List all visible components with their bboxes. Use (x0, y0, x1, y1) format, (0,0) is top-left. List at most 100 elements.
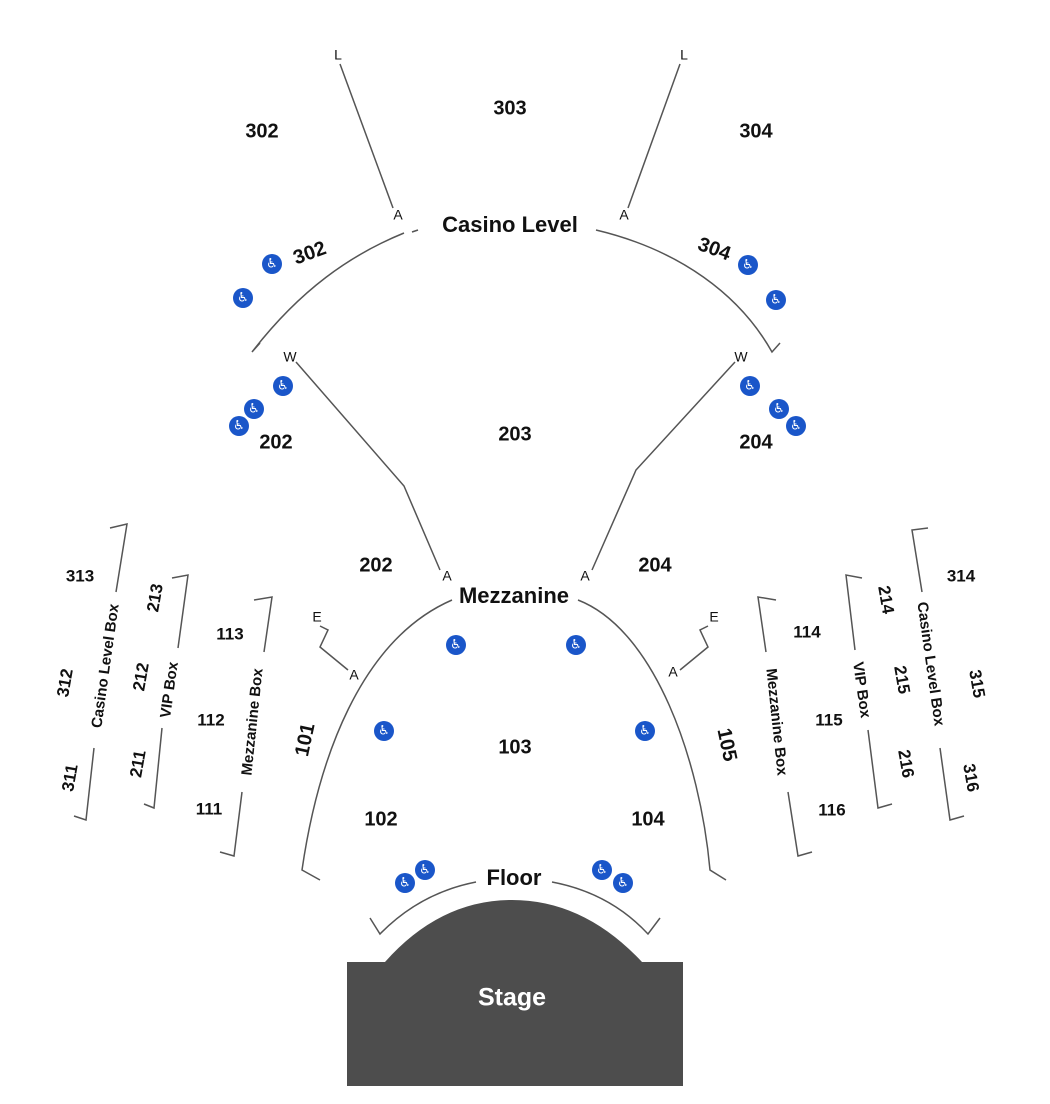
svg-text:♿: ♿ (399, 876, 411, 891)
wheelchair-icon: ♿ (415, 860, 435, 880)
section-212[interactable]: 212 (129, 661, 153, 692)
wheelchair-icon: ♿ (262, 254, 282, 274)
aisle-marker-a-casino-left: A (393, 207, 403, 223)
wheelchair-icon: ♿ (740, 376, 760, 396)
section-214[interactable]: 214 (874, 584, 898, 616)
section-313[interactable]: 313 (66, 566, 94, 585)
section-216[interactable]: 216 (894, 748, 918, 779)
wheelchair-icon: ♿ (592, 860, 612, 880)
casino-level-label: Casino Level (442, 212, 578, 237)
wheelchair-icon: ♿ (766, 290, 786, 310)
section-202-upper[interactable]: 202 (259, 431, 292, 453)
section-211[interactable]: 211 (126, 749, 149, 779)
section-302-upper[interactable]: 302 (245, 120, 278, 142)
wheelchair-icon: ♿ (786, 416, 806, 436)
section-213[interactable]: 213 (143, 582, 167, 613)
svg-text:♿: ♿ (770, 293, 782, 308)
wheelchair-icon: ♿ (273, 376, 293, 396)
wheelchair-icon: ♿ (613, 873, 633, 893)
section-102[interactable]: 102 (364, 808, 397, 830)
wheelchair-icon: ♿ (769, 399, 789, 419)
casino-level-box-left-label: Casino Level Box (88, 602, 122, 729)
svg-text:♿: ♿ (450, 638, 462, 653)
mezzanine-box-right-bracket (757, 596, 813, 857)
aisle-entry-left (319, 625, 349, 671)
svg-text:♿: ♿ (277, 379, 289, 394)
casino-left-arch (251, 232, 405, 353)
mezzanine-left-arch (301, 599, 453, 881)
section-115[interactable]: 115 (815, 710, 842, 729)
casino-right-arch (595, 229, 781, 354)
floor-right-arc (551, 881, 661, 936)
aisle-marker-l-left: L (334, 47, 342, 63)
svg-text:♿: ♿ (419, 863, 431, 878)
casino-box-left-bracket (73, 523, 128, 822)
stage-shape[interactable] (347, 900, 683, 1086)
section-304-upper[interactable]: 304 (739, 120, 773, 142)
section-112[interactable]: 112 (197, 710, 224, 729)
aisle-marker-a-mezz-right: A (580, 568, 590, 584)
mezzanine-right-arch (577, 599, 727, 881)
section-101[interactable]: 101 (291, 721, 319, 758)
stage-label: Stage (478, 984, 546, 1012)
mezzanine-box-left-label: Mezzanine Box (238, 667, 266, 776)
section-312[interactable]: 312 (53, 667, 77, 698)
wheelchair-icon: ♿ (738, 255, 758, 275)
section-215[interactable]: 215 (890, 664, 914, 695)
section-303[interactable]: 303 (493, 97, 526, 119)
section-314[interactable]: 314 (947, 566, 976, 585)
aisle-marker-e-left: E (312, 609, 321, 625)
section-103[interactable]: 103 (498, 736, 531, 758)
casino-left-tick (411, 229, 419, 233)
section-116[interactable]: 116 (818, 800, 845, 819)
section-316[interactable]: 316 (959, 762, 983, 793)
section-114[interactable]: 114 (793, 622, 821, 641)
section-304-lower[interactable]: 304 (695, 233, 735, 265)
wheelchair-icon: ♿ (446, 635, 466, 655)
svg-text:♿: ♿ (596, 863, 608, 878)
wheelchair-icon: ♿ (566, 635, 586, 655)
svg-text:♿: ♿ (233, 419, 245, 434)
floor-label: Floor (487, 865, 542, 890)
aisle-upper-right (627, 63, 681, 209)
section-104[interactable]: 104 (631, 808, 665, 830)
section-204-upper[interactable]: 204 (739, 431, 773, 453)
section-203[interactable]: 203 (498, 423, 531, 445)
aisle-marker-l-right: L (680, 47, 688, 63)
svg-text:♿: ♿ (617, 876, 629, 891)
floor-left-arc (369, 881, 477, 936)
svg-text:♿: ♿ (378, 724, 390, 739)
section-113[interactable]: 113 (216, 624, 243, 643)
section-111[interactable]: 111 (196, 799, 223, 818)
wheelchair-icon: ♿ (635, 721, 655, 741)
section-105[interactable]: 105 (712, 726, 740, 763)
svg-text:♿: ♿ (744, 379, 756, 394)
section-315[interactable]: 315 (965, 668, 989, 699)
mezzanine-box-left-bracket (219, 596, 273, 857)
wheelchair-icon: ♿ (244, 399, 264, 419)
vip-box-right-label: VIP Box (849, 661, 874, 720)
aisle-upper-left (339, 63, 394, 209)
section-204-lower[interactable]: 204 (638, 554, 672, 576)
aisle-middle-left (295, 361, 441, 571)
svg-text:♿: ♿ (570, 638, 582, 653)
wheelchair-icon: ♿ (233, 288, 253, 308)
vip-box-left-bracket (143, 574, 189, 810)
aisle-marker-w-right: W (734, 349, 748, 365)
wheelchair-icon: ♿ (395, 873, 415, 893)
aisle-marker-w-left: W (283, 349, 297, 365)
mezzanine-box-right-label: Mezzanine Box (762, 668, 790, 777)
aisle-marker-e-right: E (709, 609, 718, 625)
svg-text:♿: ♿ (266, 257, 278, 272)
aisle-marker-a-floor-left: A (349, 667, 359, 683)
section-302-lower[interactable]: 302 (290, 237, 329, 269)
aisle-marker-a-casino-right: A (619, 207, 629, 223)
aisle-entry-right (679, 625, 709, 671)
casino-box-right-bracket (911, 527, 965, 821)
aisle-middle-right (591, 361, 736, 571)
wheelchair-icon: ♿ (374, 721, 394, 741)
section-202-lower[interactable]: 202 (359, 554, 392, 576)
section-311[interactable]: 311 (58, 763, 81, 793)
svg-text:♿: ♿ (742, 258, 754, 273)
mezzanine-label: Mezzanine (459, 583, 569, 608)
